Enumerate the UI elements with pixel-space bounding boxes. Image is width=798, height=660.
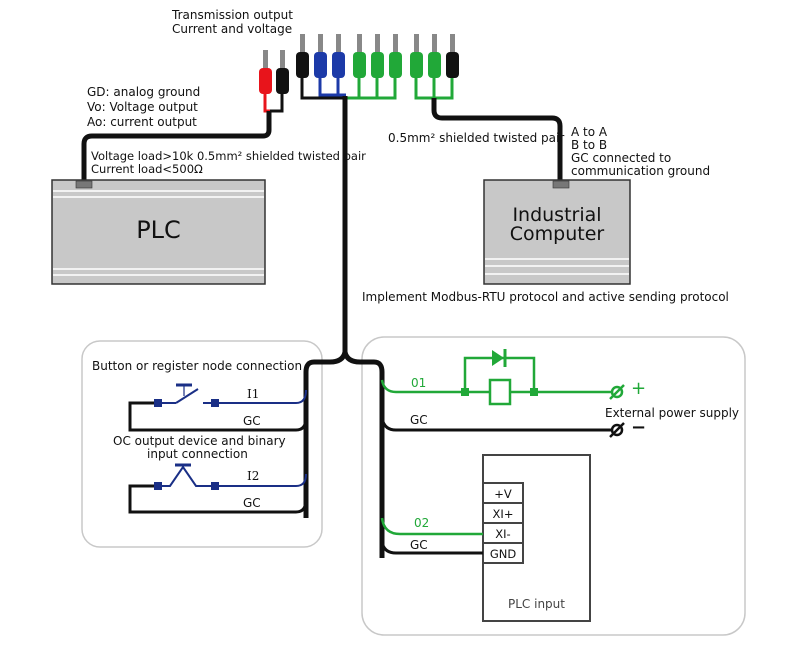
- oc-title-line1: OC output device and binary: [113, 434, 286, 448]
- ic-note-b: B to B: [571, 138, 608, 152]
- input-panel-frame: [81, 340, 323, 548]
- diode-icon: [492, 350, 504, 366]
- label-i2: I2: [247, 469, 260, 483]
- label-o1: 01: [411, 376, 427, 390]
- plug-black: [276, 68, 289, 94]
- plc-cable-spec: Voltage load>10k 0.5mm² shielded twisted…: [91, 149, 366, 163]
- communication-plugs: [296, 34, 459, 100]
- gc-power-circuit: [380, 417, 625, 438]
- oc-input-circuit: [128, 463, 308, 514]
- terminal-xi-plus: XI+: [492, 507, 514, 521]
- plug-red: [259, 68, 272, 94]
- ic-label-line1: Industrial: [512, 204, 602, 226]
- analog-output-plugs: [259, 50, 289, 113]
- ic-note-a: A to A: [571, 125, 608, 139]
- ic-note-gc: GC connected to: [571, 151, 672, 165]
- terminal-xi-minus: XI-: [495, 527, 511, 541]
- industrial-computer-box: [483, 179, 631, 285]
- legend-ao: Ao: current output: [87, 115, 197, 129]
- plug-blue-2: [332, 52, 345, 78]
- terminal-plus-icon: [610, 385, 624, 399]
- plc-label: PLC: [136, 216, 181, 244]
- plug-blue-1: [314, 52, 327, 78]
- ic-port-icon: [552, 180, 570, 189]
- label-plus: +: [631, 378, 647, 399]
- label-gc-2: GC: [243, 496, 261, 510]
- input-panel-title: Button or register node connection: [92, 359, 303, 373]
- label-gc-1: GC: [243, 414, 261, 428]
- label-o2: 02: [414, 516, 430, 530]
- header-title-line1: Transmission output: [172, 8, 293, 22]
- plug-black-2: [446, 52, 459, 78]
- terminal-gnd: GND: [489, 547, 517, 561]
- plc-box: [51, 179, 266, 285]
- header-title-line2: Current and voltage: [172, 22, 293, 36]
- terminal-plus-v: +V: [494, 487, 512, 501]
- plc-cable-load: Current load<500Ω: [91, 162, 203, 176]
- terminal-minus-icon: [610, 423, 624, 437]
- cable-to-ic: [431, 98, 563, 182]
- ic-label-line2: Computer: [509, 223, 605, 245]
- label-minus: −: [631, 417, 647, 438]
- plug-green-2: [371, 52, 384, 78]
- o1-circuit: [380, 349, 625, 406]
- plc-input-label: PLC input: [508, 597, 565, 611]
- plc-port-icon: [75, 180, 93, 189]
- plug-green-3: [389, 52, 402, 78]
- plug-green-1: [353, 52, 366, 78]
- label-gc-power: GC: [410, 413, 428, 427]
- oc-title-line2: input connection: [147, 447, 248, 461]
- button-input-circuit: [128, 383, 308, 432]
- ic-note-ground: communication ground: [571, 164, 711, 178]
- plug-green-4: [410, 52, 423, 78]
- power-supply-label: External power supply: [605, 406, 740, 420]
- label-gc-plc: GC: [410, 538, 428, 552]
- relay-coil-icon: [488, 378, 512, 406]
- legend-gd: GD: analog ground: [87, 85, 201, 99]
- label-i1: I1: [247, 387, 260, 401]
- plug-green-5: [428, 52, 441, 78]
- plc-input-circuit: [380, 454, 591, 622]
- cable-to-plc: [81, 111, 272, 182]
- ic-cable-label: 0.5mm² shielded twisted pair: [388, 131, 565, 145]
- plug-black-1: [296, 52, 309, 78]
- protocol-note: Implement Modbus-RTU protocol and active…: [362, 290, 729, 304]
- legend-vo: Vo: Voltage output: [87, 100, 198, 114]
